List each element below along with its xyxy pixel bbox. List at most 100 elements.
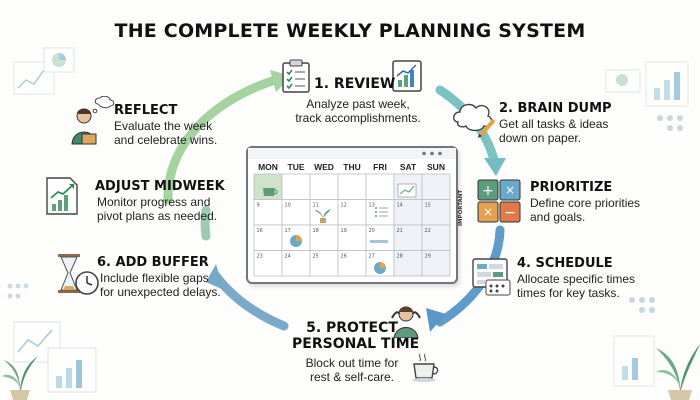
calendar-day-cell <box>309 250 339 277</box>
calendar-day-cell <box>281 173 311 200</box>
checklist-clipboard-icon <box>282 59 310 93</box>
step-brain-dump-desc-line: down on paper. <box>499 131 582 145</box>
step-protect-desc-line: rest & self-care. <box>309 370 395 384</box>
decor-bottom-right <box>613 297 655 387</box>
step-adjust-midweek-desc-line: pivot plans as needed. <box>97 209 218 223</box>
step-add-buffer: 6. ADD BUFFER Include flexible gaps for … <box>97 255 221 299</box>
person-thinking-icon <box>71 96 115 145</box>
step-add-buffer-desc-line: Include flexible gaps <box>100 271 209 285</box>
svg-text:+: + <box>482 183 494 199</box>
calendar-date-label: 28 <box>397 254 403 260</box>
decor-chart-bottom-left <box>13 321 97 393</box>
step-prioritize-desc-line: Define core priorities <box>530 196 641 210</box>
calendar-day-cell <box>365 173 395 200</box>
plant-icon <box>656 344 700 400</box>
calendar-date-label: 16 <box>257 228 263 234</box>
calendar-date-label: 29 <box>425 254 431 260</box>
decor-chart-top-right <box>605 61 689 131</box>
calendar-frame <box>248 148 456 159</box>
coffee-cup-icon <box>412 353 439 382</box>
step-protect-title-line: PERSONAL TIME <box>292 336 420 352</box>
calendar-date-label: 25 <box>313 254 319 260</box>
step-brain-dump: 2. BRAIN DUMP Get all tasks & ideas down… <box>499 101 612 145</box>
calendar-weekday-header: MON TUE WED THU FRI SAT SUN <box>254 162 450 172</box>
weekday-sat: SAT <box>399 162 417 172</box>
calendar-date-label: 27 <box>369 254 375 260</box>
calendar-date-label: 17 <box>285 228 291 234</box>
step-protect-desc-line: Block out time for <box>305 356 399 370</box>
calendar-date-label: 14 <box>397 203 403 209</box>
step-review-desc-line: Analyze past week, <box>306 97 410 111</box>
step-adjust-midweek-desc-line: Monitor progress and <box>97 195 211 209</box>
calendar-date-label: 21 <box>397 228 403 234</box>
calendar-day-cell <box>337 250 367 277</box>
calendar: MON TUE WED THU FRI SAT SUN 9 10 11 12 13 14 1… <box>246 146 458 284</box>
step-protect-personal-time: 5. PROTECT PERSONAL TIME Block out time … <box>292 320 420 384</box>
decor-chart-top-left <box>13 47 75 95</box>
chart-document-icon <box>392 60 422 92</box>
decor-dots-left <box>7 283 29 299</box>
weekday-thu: THU <box>343 162 361 172</box>
calendar-date-label: 9 <box>257 203 260 209</box>
calendar-day-cell <box>393 199 423 226</box>
svg-text:×: × <box>483 205 493 219</box>
step-reflect-title: REFLECT <box>114 103 178 118</box>
calendar-grid: 9 10 11 12 13 14 15 16 17 18 19 20 21 22 23 24 25 26 27 28 2… <box>253 173 451 277</box>
schedule-board-icon <box>472 258 511 296</box>
calendar-date-label: 23 <box>257 254 263 260</box>
calendar-date-label: 18 <box>313 228 319 234</box>
calendar-day-cell <box>281 250 311 277</box>
hourglass-clock-icon <box>58 254 99 295</box>
calendar-date-label: 24 <box>285 254 291 260</box>
weekday-tue: TUE <box>287 162 305 172</box>
thought-cloud-pencil-icon <box>453 103 496 138</box>
calendar-date-label: 20 <box>369 228 375 234</box>
weekday-sun: SUN <box>427 162 445 172</box>
step-review-title: 1. REVIEW <box>314 76 396 92</box>
weekday-wed: WED <box>314 162 334 172</box>
page-title: THE COMPLETE WEEKLY PLANNING SYSTEM <box>114 20 586 42</box>
step-schedule: 4. SCHEDULE Allocate specific times time… <box>517 256 635 300</box>
calendar-day-cell <box>421 173 451 200</box>
growth-chart-document-icon <box>46 177 78 215</box>
step-prioritize: PRIORITIZE Define core priorities and go… <box>530 180 640 224</box>
calendar-day-cell <box>393 250 423 277</box>
calendar-day-cell <box>337 173 367 200</box>
calendar-date-label: 26 <box>341 254 347 260</box>
step-schedule-title: 4. SCHEDULE <box>517 256 613 271</box>
step-brain-dump-title: 2. BRAIN DUMP <box>499 101 612 116</box>
svg-text:−: − <box>504 205 516 221</box>
step-schedule-desc-line: times for key tasks. <box>517 286 620 300</box>
calendar-entries <box>263 183 417 274</box>
calendar-day-cell <box>309 173 339 200</box>
plant-icon <box>2 356 38 400</box>
step-add-buffer-desc-line: for unexpected delays. <box>100 285 221 299</box>
step-prioritize-title: PRIORITIZE <box>530 180 613 195</box>
calendar-date-label: 13 <box>369 203 375 209</box>
calendar-date-label: 11 <box>313 203 319 209</box>
step-reflect: REFLECT Evaluate the week and celebrate … <box>114 103 217 147</box>
step-reflect-desc-line: Evaluate the week <box>114 119 213 133</box>
calendar-date-label: 19 <box>341 228 347 234</box>
step-adjust-midweek: ADJUST MIDWEEK Monitor progress and pivo… <box>95 179 225 223</box>
relaxing-person-icon <box>391 306 421 338</box>
weekday-fri: FRI <box>373 162 387 172</box>
calendar-day-cell <box>281 199 311 226</box>
svg-text:×: × <box>505 183 515 197</box>
calendar-date-label: 10 <box>285 203 291 209</box>
step-review: 1. REVIEW <box>314 76 395 92</box>
matrix-label-text: IMPORTANT <box>458 190 464 226</box>
step-reflect-desc-line: and celebrate wins. <box>114 133 218 147</box>
calendar-date-label: 15 <box>425 203 431 209</box>
calendar-date-label: 22 <box>425 228 431 234</box>
weekday-mon: MON <box>258 162 278 172</box>
calendar-date-label: 12 <box>341 203 347 209</box>
step-add-buffer-title: 6. ADD BUFFER <box>97 255 209 270</box>
step-protect-title-line: 5. PROTECT <box>306 320 398 336</box>
eisenhower-matrix-icon: + × × − <box>477 179 521 223</box>
step-schedule-desc-line: Allocate specific times <box>517 272 636 286</box>
step-review-description: Analyze past week, track accomplishments… <box>288 97 428 125</box>
calendar-day-cell <box>421 250 451 277</box>
